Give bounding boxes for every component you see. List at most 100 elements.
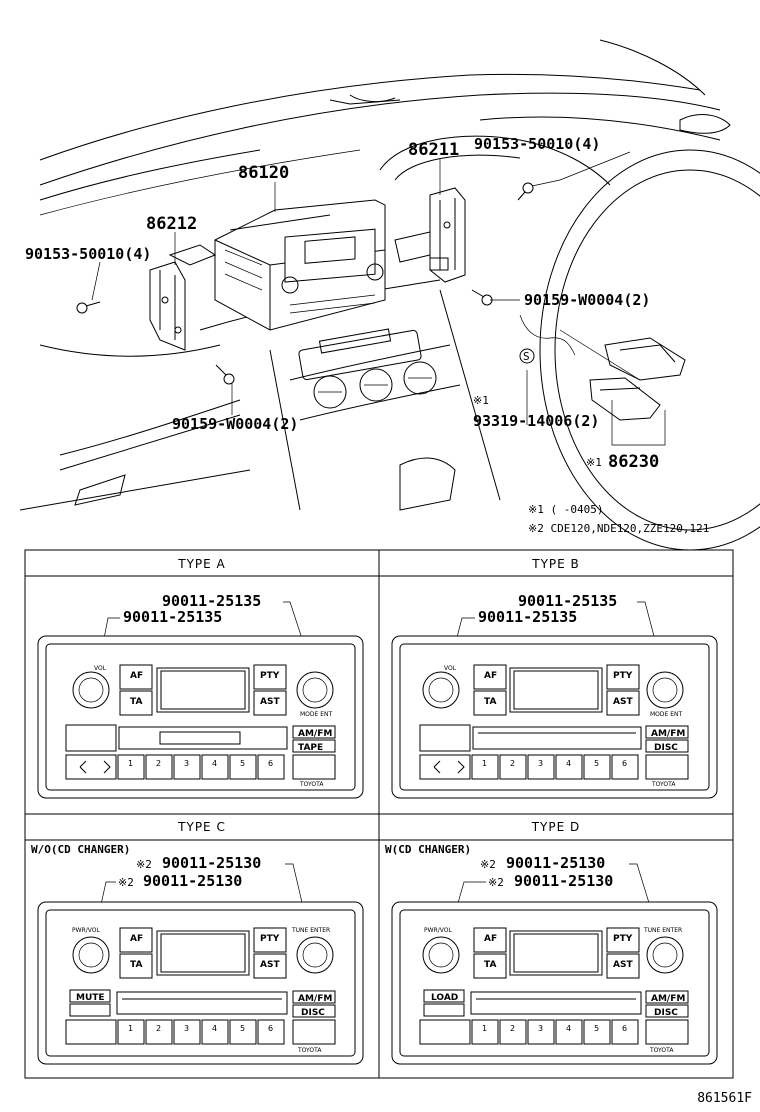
type-c-panel: W/O(CD CHANGER) ※2 90011-25130 ※2 90011-… — [31, 843, 364, 1065]
type-a-am-fm: AM/FM — [298, 729, 332, 739]
type-d-mark-second: ※2 — [488, 876, 504, 889]
type-d-preset-5: 5 — [594, 1024, 599, 1033]
type-d-presets: 1 2 3 4 5 6 — [471, 1019, 639, 1045]
bracket-86211 — [394, 187, 466, 283]
type-c-preset-5: 5 — [240, 1024, 245, 1033]
type-b-part-second: 90011-25135 — [478, 608, 577, 626]
type-c-presets: 1 2 3 4 5 6 — [117, 1019, 285, 1045]
callout-86212: 86212 — [146, 214, 197, 234]
type-c-preset-2: 2 — [156, 1024, 161, 1033]
type-d-am-fm: AM/FM — [651, 994, 685, 1004]
type-a-brand: TOYOTA — [299, 781, 324, 788]
type-c-preset-1: 1 — [128, 1024, 133, 1033]
callout-90159-right: 90159-W0004(2) — [524, 291, 650, 309]
type-a-ta: TA — [130, 697, 142, 707]
type-b-af: AF — [484, 671, 497, 681]
type-d-load: LOAD — [431, 993, 458, 1003]
type-d-mark-top: ※2 — [480, 858, 496, 871]
figure-id: 861561F — [697, 1091, 752, 1106]
callout-90153-left: 90153-50010(4) — [25, 245, 151, 263]
callout-86120: 86120 — [238, 163, 289, 183]
type-a-part-second: 90011-25135 — [123, 608, 222, 626]
type-a-af: AF — [130, 671, 143, 681]
mark-86230: ※1 — [586, 456, 602, 469]
type-a-preset-2: 2 — [156, 759, 161, 768]
note-2: ※2 CDE120,NDE120,ZZE120,121 — [528, 522, 709, 535]
callout-93319: 93319-14006(2) — [473, 412, 599, 430]
screw-bottom — [215, 364, 235, 385]
screw-right-top — [517, 182, 534, 201]
type-a-mode-ent: MODE ENT — [300, 711, 332, 718]
type-b-preset-5: 5 — [594, 759, 599, 768]
type-d-brand: TOYOTA — [649, 1047, 674, 1054]
dashboard-illustration — [19, 39, 760, 551]
type-a-ast: AST — [260, 697, 280, 707]
type-b-pty: PTY — [613, 671, 633, 681]
type-c-part-top: 90011-25130 — [162, 854, 261, 872]
type-d-preset-3: 3 — [538, 1024, 543, 1033]
type-d-preset-1: 1 — [482, 1024, 487, 1033]
type-b-disc: DISC — [654, 743, 678, 753]
leader-lines — [91, 151, 666, 446]
type-c-am-fm: AM/FM — [298, 994, 332, 1004]
type-c-mute: MUTE — [76, 993, 105, 1003]
screw-left — [76, 301, 101, 314]
type-d-part-second: 90011-25130 — [514, 872, 613, 890]
type-c-tune-enter: TUNE ENTER — [291, 927, 330, 934]
s-symbol-circle — [519, 348, 535, 364]
type-b-am-fm: AM/FM — [651, 729, 685, 739]
callout-90153-right: 90153-50010(4) — [474, 135, 600, 153]
type-c-af: AF — [130, 934, 143, 944]
s-symbol: S — [523, 350, 530, 363]
mark-93319: ※1 — [473, 394, 489, 407]
type-b-title: TYPE B — [531, 557, 580, 571]
callout-90159-bottom: 90159-W0004(2) — [172, 415, 298, 433]
type-d-part-top: 90011-25130 — [506, 854, 605, 872]
type-c-subtitle: W/O(CD CHANGER) — [31, 843, 130, 856]
screw-right-bottom — [471, 289, 493, 306]
type-b-panel: 90011-25135 90011-25135 VOL MODE ENT AF … — [391, 592, 718, 799]
type-d-panel: W(CD CHANGER) ※2 90011-25130 ※2 90011-25… — [385, 843, 718, 1065]
type-c-preset-4: 4 — [212, 1024, 217, 1033]
type-a-title: TYPE A — [177, 557, 226, 571]
type-c-pwr-vol: PWR/VOL — [72, 927, 100, 934]
type-b-preset-3: 3 — [538, 759, 543, 768]
type-c-ast: AST — [260, 960, 280, 970]
type-a-preset-5: 5 — [240, 759, 245, 768]
type-b-preset-6: 6 — [622, 759, 627, 768]
type-d-title: TYPE D — [531, 820, 581, 834]
type-b-mode-ent: MODE ENT — [650, 711, 682, 718]
type-d-af: AF — [484, 934, 497, 944]
type-d-disc: DISC — [654, 1008, 678, 1018]
steering-switch-86230 — [589, 337, 686, 421]
type-d-ast: AST — [613, 960, 633, 970]
type-a-preset-3: 3 — [184, 759, 189, 768]
type-a-panel: 90011-25135 90011-25135 VOL MODE ENT AF … — [37, 592, 364, 799]
type-c-mark-second: ※2 — [118, 876, 134, 889]
type-c-disc: DISC — [301, 1008, 325, 1018]
type-b-preset-4: 4 — [566, 759, 571, 768]
type-b-ta: TA — [484, 697, 496, 707]
type-a-vol: VOL — [94, 665, 107, 672]
type-a-presets: 1 2 3 4 5 6 — [117, 754, 285, 780]
type-b-brand: TOYOTA — [651, 781, 676, 788]
type-b-vol: VOL — [444, 665, 457, 672]
type-c-preset-6: 6 — [268, 1024, 273, 1033]
type-d-preset-6: 6 — [622, 1024, 627, 1033]
type-b-part-top: 90011-25135 — [518, 592, 617, 610]
type-d-preset-4: 4 — [566, 1024, 571, 1033]
panel-grid — [24, 549, 734, 1079]
note-1: ※1 ( -0405) — [528, 503, 603, 516]
type-a-preset-4: 4 — [212, 759, 217, 768]
type-d-pty: PTY — [613, 934, 633, 944]
bracket-86212 — [149, 244, 217, 351]
type-d-subtitle: W(CD CHANGER) — [385, 843, 471, 856]
type-d-tune-enter: TUNE ENTER — [643, 927, 682, 934]
type-a-part-top: 90011-25135 — [162, 592, 261, 610]
type-c-preset-3: 3 — [184, 1024, 189, 1033]
type-a-preset-1: 1 — [128, 759, 133, 768]
type-c-pty: PTY — [260, 934, 280, 944]
type-c-title: TYPE C — [177, 820, 226, 834]
type-a-preset-6: 6 — [268, 759, 273, 768]
